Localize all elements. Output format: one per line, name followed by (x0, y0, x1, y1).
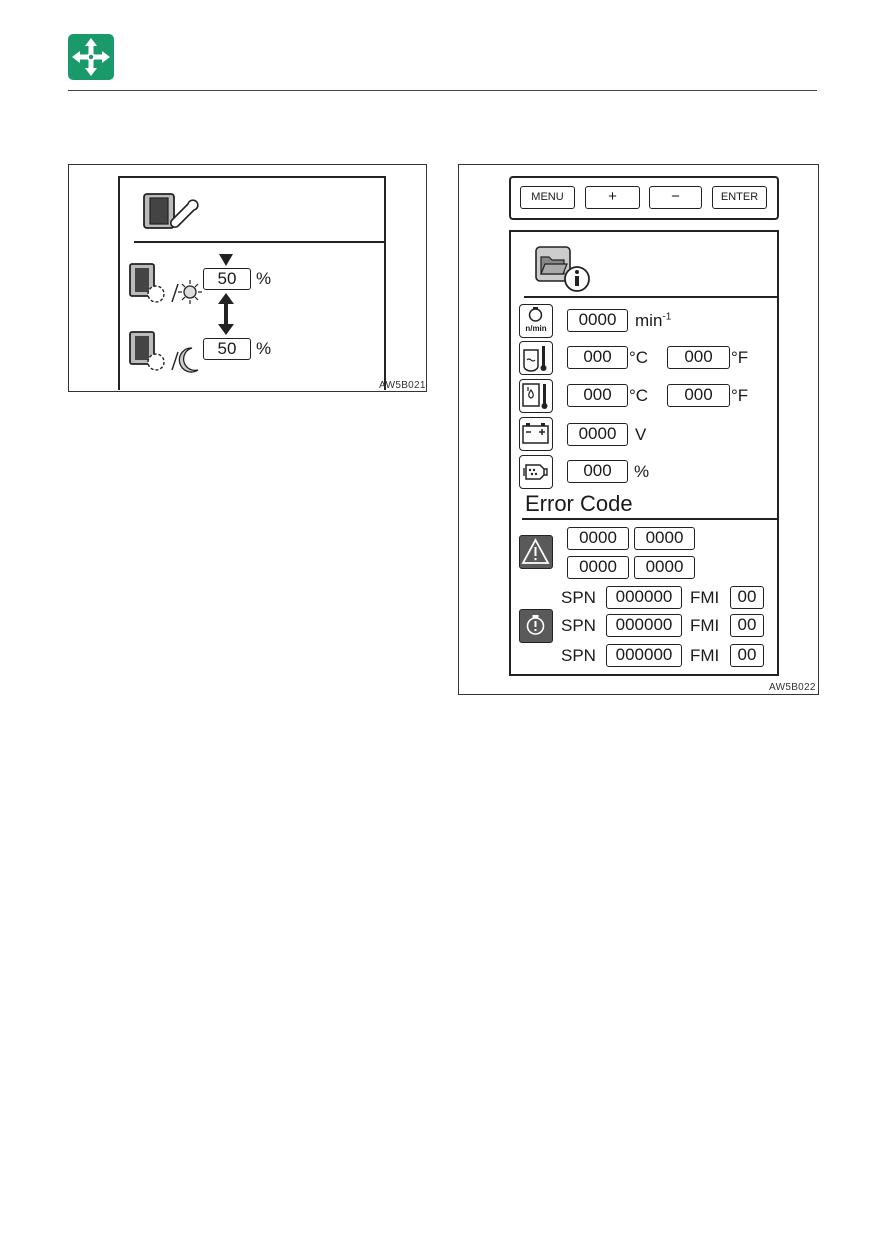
spn-value-3[interactable]: 000000 (606, 644, 682, 667)
figure-label-left: AW5B021 (379, 380, 426, 391)
fuel-fahrenheit-value[interactable]: 000 (667, 384, 730, 407)
spn-label-1: SPN (561, 588, 596, 608)
fmi-label-2: FMI (690, 616, 719, 636)
night-brightness-value[interactable]: 50 (203, 338, 251, 360)
engine-fault-icon (519, 609, 553, 643)
enter-button[interactable]: ENTER (712, 186, 767, 209)
fmi-value-3[interactable]: 00 (730, 644, 764, 667)
battery-voltage-unit: V (635, 425, 646, 445)
day-brightness-unit: % (256, 269, 271, 289)
info-screen-divider-top (524, 296, 779, 298)
engine-load-icon (519, 455, 553, 489)
warning-code-4[interactable]: 0000 (634, 556, 695, 579)
engine-speed-unit-base: min (635, 311, 662, 330)
fuel-celsius-unit: °C (629, 386, 648, 406)
warning-code-2[interactable]: 0000 (634, 527, 695, 550)
display-settings-icon (142, 192, 200, 238)
figure-label-right: AW5B022 (769, 682, 816, 693)
fuel-fahrenheit-unit: °F (731, 386, 748, 406)
fmi-label-1: FMI (690, 588, 719, 608)
navigation-logo-icon (68, 34, 114, 80)
coolant-fahrenheit-unit: °F (731, 348, 748, 368)
brightness-screen-divider (134, 241, 386, 243)
engine-load-value[interactable]: 000 (567, 460, 628, 483)
fmi-value-1[interactable]: 00 (730, 586, 764, 609)
fuel-temperature-icon (519, 379, 553, 413)
night-brightness-icon (128, 330, 204, 374)
fuel-celsius-value[interactable]: 000 (567, 384, 628, 407)
spn-value-1[interactable]: 000000 (606, 586, 682, 609)
warning-code-1[interactable]: 0000 (567, 527, 629, 550)
info-screen-divider-error (522, 518, 779, 520)
spn-label-2: SPN (561, 616, 596, 636)
plus-button[interactable]: + (585, 186, 640, 209)
error-code-title: Error Code (525, 491, 633, 517)
spn-value-2[interactable]: 000000 (606, 614, 682, 637)
up-triangle-marker (219, 253, 233, 265)
folder-info-icon (535, 245, 595, 295)
engine-load-unit: % (634, 462, 649, 482)
day-brightness-value[interactable]: 50 (203, 268, 251, 290)
fmi-label-3: FMI (690, 646, 719, 666)
menu-button[interactable]: MENU (520, 186, 575, 209)
header-rule (68, 90, 817, 91)
minus-button[interactable]: − (649, 186, 702, 209)
up-down-arrow-icon (218, 293, 234, 335)
engine-speed-unit-exponent: -1 (662, 311, 671, 322)
night-brightness-unit: % (256, 339, 271, 359)
warning-code-3[interactable]: 0000 (567, 556, 629, 579)
coolant-fahrenheit-value[interactable]: 000 (667, 346, 730, 369)
battery-voltage-value[interactable]: 0000 (567, 423, 628, 446)
engine-speed-value[interactable]: 0000 (567, 309, 628, 332)
day-brightness-icon (128, 262, 204, 306)
spn-label-3: SPN (561, 646, 596, 666)
fmi-value-2[interactable]: 00 (730, 614, 764, 637)
engine-speed-unit: min-1 (635, 311, 671, 331)
coolant-temperature-icon (519, 341, 553, 375)
engine-speed-icon-label: n/min (520, 324, 552, 333)
coolant-celsius-unit: °C (629, 348, 648, 368)
warning-triangle-icon (519, 535, 553, 569)
coolant-celsius-value[interactable]: 000 (567, 346, 628, 369)
battery-voltage-icon (519, 417, 553, 451)
